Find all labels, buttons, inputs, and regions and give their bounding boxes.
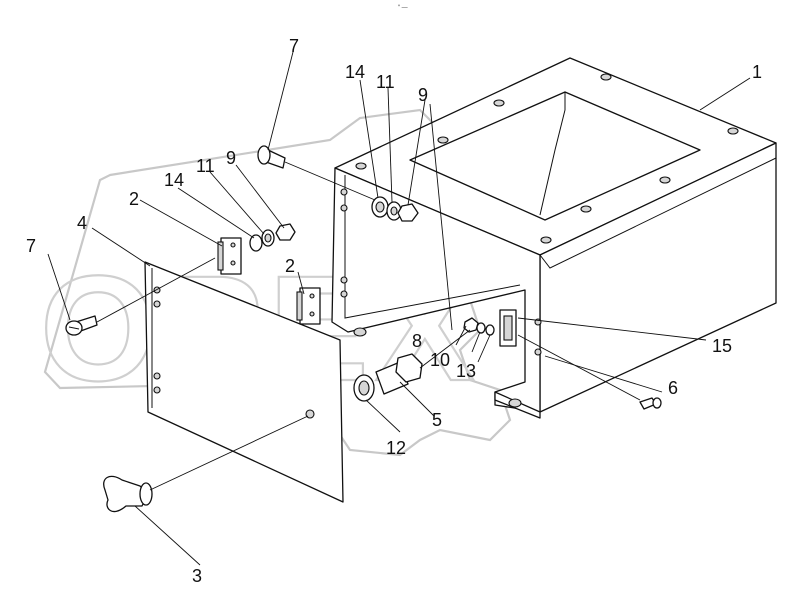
callout-13: 13 bbox=[456, 361, 476, 381]
hinge-lower bbox=[296, 287, 321, 325]
housing-box bbox=[331, 57, 777, 419]
washer-12 bbox=[353, 374, 375, 402]
washer-stack-right bbox=[371, 196, 419, 222]
callout-6: 6 bbox=[668, 378, 678, 398]
callout-12: 12 bbox=[386, 438, 406, 458]
callout-4: 4 bbox=[77, 213, 87, 233]
callout-9b: 9 bbox=[418, 85, 428, 105]
cover-plate bbox=[144, 261, 344, 503]
callout-7b: 7 bbox=[26, 236, 36, 256]
screw-upper bbox=[257, 145, 286, 169]
callout-7a: 7 bbox=[289, 36, 299, 56]
callouts: 1 2 2 3 4 5 6 7 7 8 9 9 10 11 11 12 13 1… bbox=[26, 36, 762, 586]
hinge-upper bbox=[217, 237, 242, 275]
callout-1: 1 bbox=[752, 62, 762, 82]
callout-11b: 11 bbox=[376, 72, 395, 92]
leader-lines bbox=[47, 51, 751, 566]
callout-8: 8 bbox=[412, 331, 422, 351]
callout-10: 10 bbox=[430, 350, 450, 370]
callout-5: 5 bbox=[432, 410, 442, 430]
callout-14a: 14 bbox=[164, 170, 184, 190]
callout-14b: 14 bbox=[345, 62, 365, 82]
small-fasteners bbox=[463, 317, 495, 336]
washer-stack-left bbox=[249, 223, 296, 252]
callout-9a: 9 bbox=[226, 148, 236, 168]
callout-2b: 2 bbox=[285, 256, 295, 276]
bolt-5 bbox=[375, 353, 423, 395]
screw-6 bbox=[639, 397, 662, 410]
callout-3: 3 bbox=[192, 566, 202, 586]
latch-15 bbox=[499, 309, 517, 347]
callout-11a: 11 bbox=[196, 156, 215, 176]
callout-15: 15 bbox=[712, 336, 732, 356]
header-mark: “ — bbox=[398, 5, 408, 11]
knob-3 bbox=[103, 475, 153, 513]
callout-2a: 2 bbox=[129, 189, 139, 209]
screw-left bbox=[65, 315, 98, 336]
